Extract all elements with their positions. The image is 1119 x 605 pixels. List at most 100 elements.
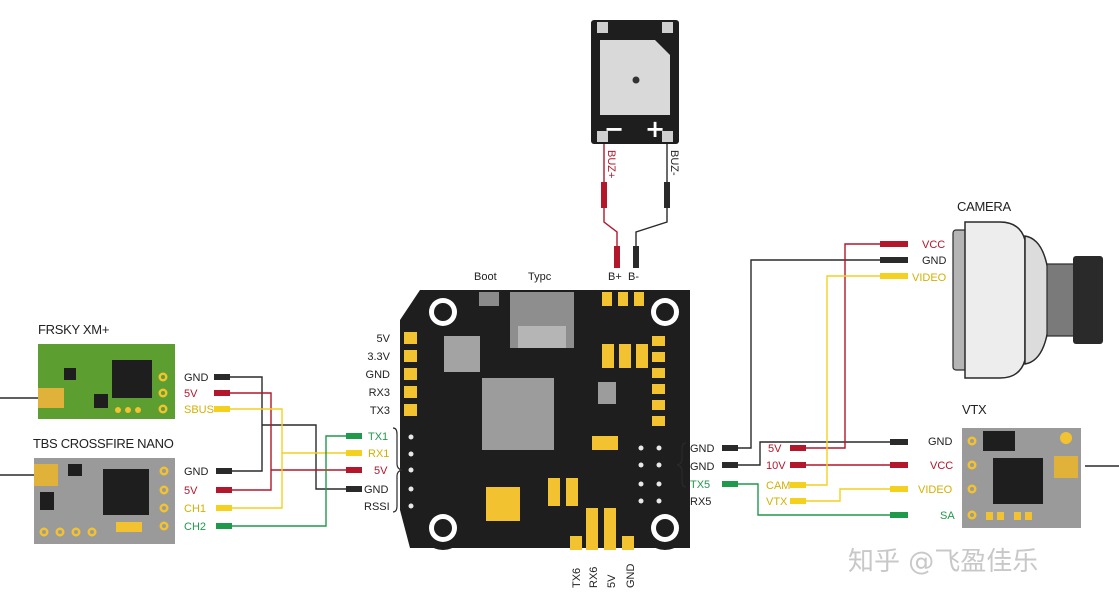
mid-plug — [790, 445, 806, 451]
crossfire-plug — [216, 523, 232, 529]
crossfire-plug — [216, 505, 232, 511]
camera-body — [964, 221, 1026, 379]
wire-rx-ch2 — [232, 435, 346, 527]
buzzer: − + BUZ+ BUZ- B+ B- — [591, 20, 680, 283]
frsky-plug — [214, 406, 230, 412]
vtx-plug — [890, 439, 908, 445]
mid-plug — [790, 498, 806, 504]
wire-vtx-gnd — [738, 441, 905, 466]
vtx-pin-label: VCC — [930, 460, 953, 472]
fc-dot-pads — [408, 434, 662, 509]
buzzer-plus-sign: + — [645, 115, 665, 143]
crossfire-pin-label: 5V — [184, 485, 198, 497]
wire-vtx-video — [805, 488, 905, 502]
camera-pin-label: VIDEO — [912, 272, 947, 284]
fc-right-pad-label: TX5 — [690, 479, 710, 491]
fc-bottom-pad-label: 5V — [606, 574, 618, 588]
buzzer-neg-plug — [664, 182, 670, 208]
fc-bottom-pad-label: RX6 — [588, 567, 600, 588]
vtx: VTX GND VCC VIDEO SA — [890, 402, 1081, 528]
fc-bottom-pad-label: TX6 — [571, 568, 583, 588]
buzzer-corner-tr — [662, 22, 673, 33]
mid-plug — [790, 462, 806, 468]
camera-plug — [880, 241, 908, 247]
plug-rx1 — [346, 450, 362, 456]
vtx-title: VTX — [962, 402, 987, 417]
vtx-plug — [890, 486, 908, 492]
camera-plug — [880, 257, 908, 263]
frsky-small-chip — [64, 368, 76, 380]
fc-mount-holes — [421, 290, 687, 550]
frsky-plug — [214, 374, 230, 380]
fc-left-pad-label: TX3 — [370, 405, 390, 417]
mid-label: VTX — [766, 496, 788, 508]
mid-label: CAM — [766, 480, 790, 492]
fc-tx1-label: TX1 — [368, 431, 388, 443]
buzzer-corner-bl — [597, 131, 608, 142]
wire-rx-gnd-fc — [262, 424, 346, 490]
frsky-pin-label: 5V — [184, 388, 198, 400]
crossfire-pads — [39, 466, 169, 537]
fc-gold-pads — [404, 292, 665, 550]
buzzer-wire-pos-label: BUZ+ — [605, 150, 617, 178]
fc-left-pad-label: 3.3V — [367, 351, 390, 363]
crossfire-pin-label: CH1 — [184, 503, 206, 515]
fc-rx1-label: RX1 — [368, 448, 389, 460]
fc-boot-button — [479, 292, 499, 306]
wire-rx-sbus — [230, 408, 283, 509]
frsky-chip — [112, 360, 152, 398]
crossfire-pin-label: GND — [184, 466, 209, 478]
crossfire-plug — [216, 487, 232, 493]
fc-5v-label: 5V — [374, 465, 388, 477]
buzzer-corner-br — [662, 131, 673, 142]
fc-left-brace — [392, 427, 403, 513]
vtx-top-chip — [983, 431, 1015, 451]
crossfire-antenna-conn — [34, 464, 58, 486]
frsky-receiver: FRSKY XM+ GND 5V SBUS — [38, 322, 230, 419]
camera-lens-barrel — [1046, 263, 1076, 337]
fc-right-pad-label: GND — [690, 461, 715, 473]
buzzer-minus-sign: − — [604, 115, 624, 143]
vtx-pad-holes — [970, 439, 974, 517]
frsky-antenna-conn — [38, 388, 64, 408]
crossfire-pin-label: CH2 — [184, 521, 206, 533]
fc-boot-label: Boot — [474, 271, 497, 283]
vtx-plug — [890, 512, 908, 518]
fc-gnd-label: GND — [364, 484, 389, 496]
vtx-button — [1060, 432, 1072, 444]
crossfire-receiver: TBS CROSSFIRE NANO GND 5V CH1 CH2 — [33, 436, 232, 544]
wires — [0, 112, 1119, 527]
camera-pin-label: VCC — [922, 239, 945, 251]
buzzer-pos-plug — [601, 182, 607, 208]
fc-gold-square — [486, 487, 520, 521]
frsky-plug — [214, 390, 230, 396]
watermark: 知乎 @飞盈佳乐 — [848, 547, 1038, 577]
fc-rssi-label: RSSI — [364, 501, 390, 513]
buzzer-pos-plug-fc — [614, 246, 620, 268]
vtx-main-chip — [993, 458, 1043, 504]
wire-rx-5v — [230, 392, 272, 491]
wire-cam-video — [805, 275, 880, 486]
fc-small-chip — [598, 382, 616, 404]
buzzer-neg-plug-fc — [633, 246, 639, 268]
mid-connector: 5V 10V CAM VTX — [766, 443, 806, 508]
crossfire-small-chip — [68, 464, 82, 476]
wire-rx-gnd — [230, 376, 263, 472]
plug-tx1 — [346, 433, 362, 439]
frsky-title: FRSKY XM+ — [38, 322, 109, 337]
buzzer-hole — [632, 76, 640, 84]
fc-right-pad-label: RX5 — [690, 496, 711, 508]
camera-title: CAMERA — [957, 199, 1011, 214]
mid-label: 5V — [768, 443, 782, 455]
vtx-pin-label: VIDEO — [918, 484, 953, 496]
frsky-pin-label: GND — [184, 372, 209, 384]
frsky-pad-holes — [161, 375, 165, 411]
buzzer-corner-tl — [597, 22, 608, 33]
fc-usb-inner — [518, 326, 566, 348]
frsky-pin-label: SBUS — [184, 404, 214, 416]
wire-buz-pos-lower — [603, 208, 618, 248]
camera-plug — [880, 273, 908, 279]
plug-gnd — [346, 486, 362, 492]
crossfire-plug — [216, 468, 232, 474]
vtx-antenna-conn — [1054, 456, 1078, 478]
